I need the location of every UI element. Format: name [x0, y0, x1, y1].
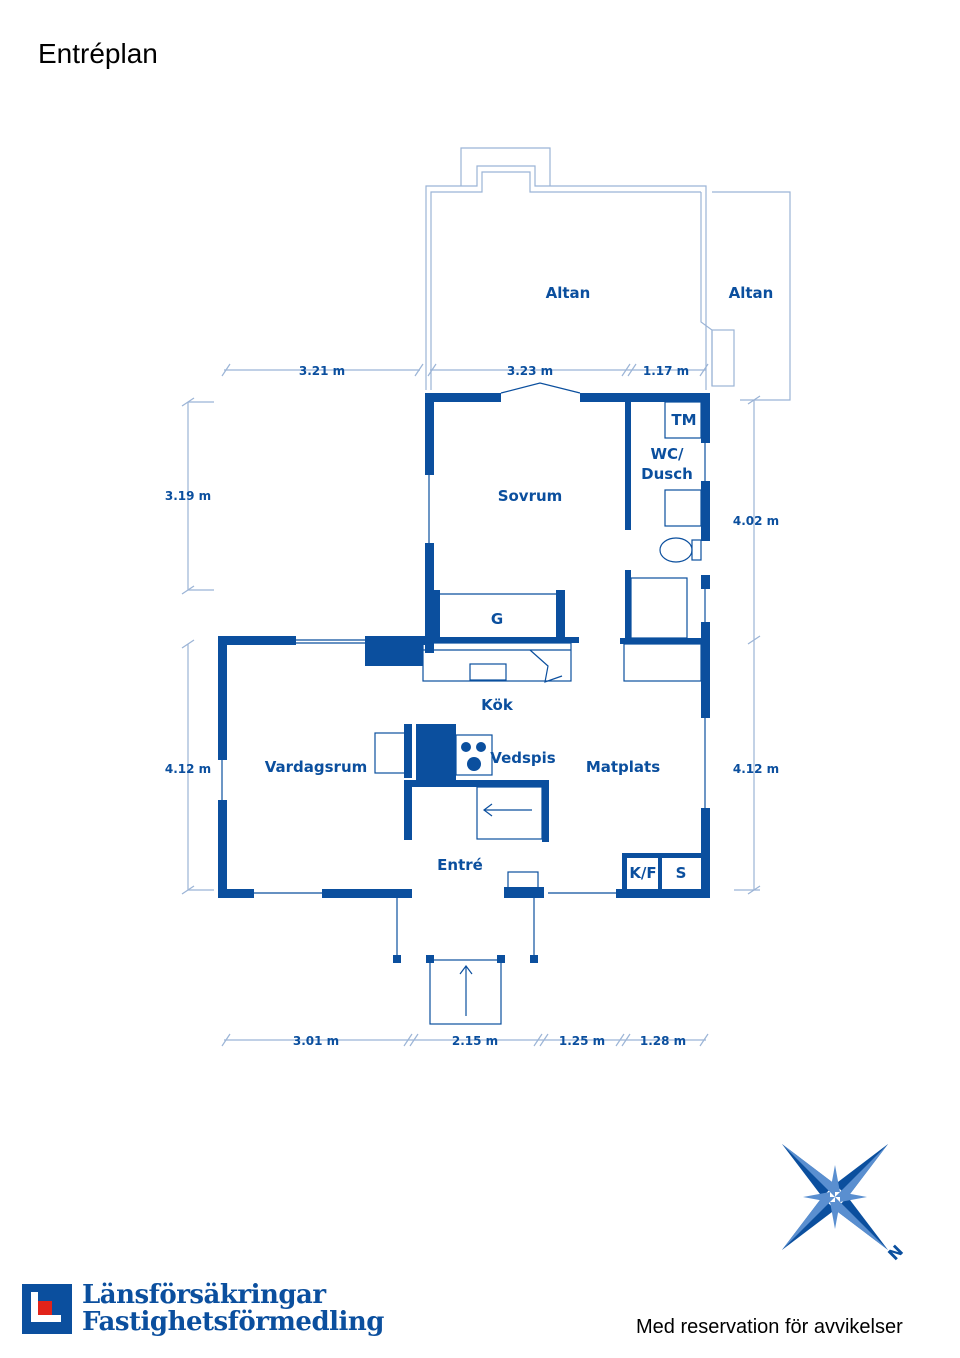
- compass-icon: [781, 1143, 889, 1251]
- room-label-vardagsrum: Vardagsrum: [265, 758, 368, 776]
- room-label-kf: K/F: [629, 864, 656, 882]
- dimension-label: 4.12 m: [733, 762, 779, 776]
- room-label-matplats: Matplats: [586, 758, 660, 776]
- room-label-altan-side: Altan: [729, 284, 774, 302]
- logo-line-2: Fastighetsförmedling: [82, 1307, 384, 1337]
- compass-north-label: N: [884, 1241, 907, 1264]
- room-label-sovrum: Sovrum: [498, 487, 563, 505]
- room-label-g: G: [491, 610, 503, 628]
- dimension-label: 3.19 m: [165, 489, 211, 503]
- dimension-label: 1.28 m: [640, 1034, 686, 1048]
- room-label-kok: Kök: [481, 696, 514, 714]
- page-title: Entréplan: [38, 38, 158, 69]
- room-label-altan: Altan: [546, 284, 591, 302]
- logo-mark-icon: [22, 1284, 72, 1334]
- walls: [218, 393, 710, 963]
- room-label-wc: WC/: [650, 445, 684, 463]
- dimension-lines: [181, 363, 761, 1047]
- interior-details: [221, 382, 706, 1025]
- room-label-entre: Entré: [437, 856, 483, 874]
- dimension-label: 4.02 m: [733, 514, 779, 528]
- room-label-dusch: Dusch: [641, 465, 693, 483]
- dimension-label: 1.25 m: [559, 1034, 605, 1048]
- logo-line-1: Länsförsäkringar: [82, 1280, 326, 1310]
- room-label-s: S: [676, 864, 687, 882]
- dimension-label: 2.15 m: [452, 1034, 498, 1048]
- disclaimer-text: Med reservation för avvikelser: [636, 1316, 903, 1338]
- dimension-label: 4.12 m: [165, 762, 211, 776]
- altan-outline: [425, 147, 791, 401]
- room-label-tm: TM: [671, 411, 696, 429]
- dimension-label: 3.23 m: [507, 364, 553, 378]
- dimension-label: 1.17 m: [643, 364, 689, 378]
- dimension-label: 3.01 m: [293, 1034, 339, 1048]
- room-label-vedspis: Vedspis: [490, 749, 556, 767]
- logo: Länsförsäkringar Fastighetsförmedling: [82, 1282, 384, 1336]
- dimension-label: 3.21 m: [299, 364, 345, 378]
